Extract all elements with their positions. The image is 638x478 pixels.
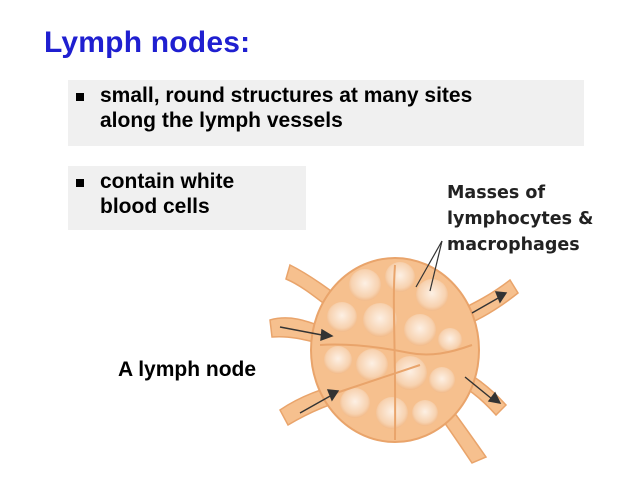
flow-arrows [279, 291, 508, 414]
lymphocyte-masses [324, 262, 462, 429]
bullet-2-line-2: blood cells [100, 195, 210, 218]
bullet-square-icon [76, 93, 84, 101]
callout-label: Masses of lymphocytes & macrophages [447, 183, 594, 255]
slide-title: Lymph nodes: [44, 26, 251, 59]
internal-channels [319, 264, 473, 441]
bullet-box-2: contain white blood cells [68, 166, 306, 230]
bullet-2-line-1: contain white [100, 170, 235, 193]
bullet-square-icon [76, 179, 84, 187]
bullet-text-1: small, round structures at many sites al… [100, 83, 472, 133]
bullet-box-1: small, round structures at many sites al… [68, 80, 584, 146]
lymph-node-illustration [269, 240, 519, 464]
node-caption: A lymph node [118, 358, 257, 381]
bullet-1-line-1: small, round structures at many sites [100, 84, 473, 107]
bullet-text-2: contain white blood cells [100, 169, 234, 219]
callout-pointer-lines [415, 240, 443, 292]
bullet-1-line-2: along the lymph vessels [100, 109, 343, 132]
